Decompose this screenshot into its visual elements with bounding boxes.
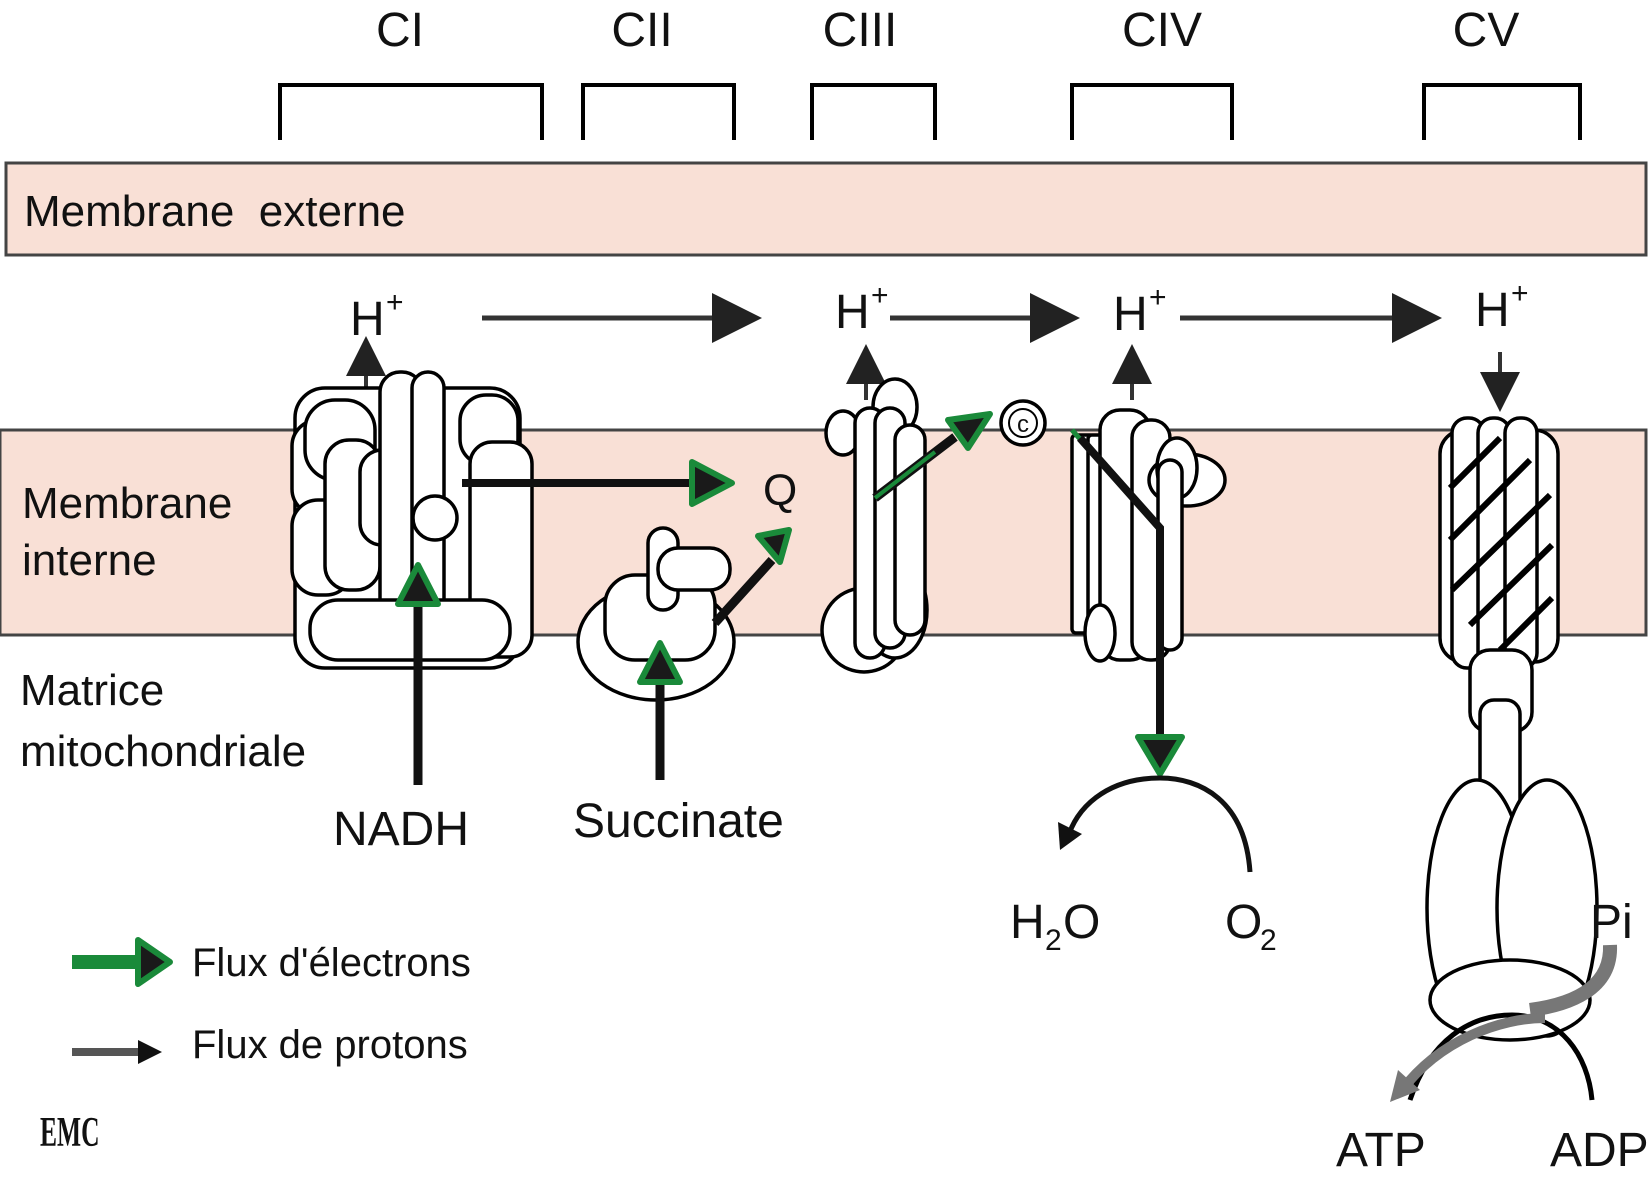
legend-electron-label: Flux d'électrons [192, 941, 471, 985]
complex-label-cv: CV [1453, 4, 1520, 57]
complex-iv [1070, 408, 1227, 663]
proton-label-civ: H + [1113, 281, 1167, 341]
complex-label-cii: CII [611, 4, 672, 57]
cytochrome-c: c [999, 399, 1047, 447]
matrix-label-2: mitochondriale [20, 727, 306, 776]
complex-i [290, 370, 534, 670]
svg-text:O: O [1225, 896, 1262, 949]
svg-text:2: 2 [1045, 924, 1062, 957]
svg-text:c: c [1017, 411, 1029, 438]
svg-text:2: 2 [1260, 924, 1277, 957]
quinone-label: Q [763, 466, 797, 515]
proton-label-cv: H + [1475, 277, 1529, 337]
svg-text:H: H [1113, 288, 1148, 341]
proton-label-ciii: H + [835, 279, 889, 339]
complex-iii [820, 377, 929, 674]
legend-electron-arrow [72, 937, 173, 987]
complex-ii [576, 526, 736, 702]
svg-text:O: O [1063, 896, 1100, 949]
svg-text:H: H [835, 286, 870, 339]
electron-flow-arrows [395, 411, 1253, 873]
outer-membrane [4, 161, 1648, 257]
svg-text:H: H [350, 293, 385, 346]
svg-text:H: H [1475, 284, 1510, 337]
legend-proton-arrow [72, 1040, 162, 1064]
complex-label-civ: CIV [1122, 4, 1202, 57]
complex-v [1390, 416, 1617, 1102]
succinate-label: Succinate [573, 795, 784, 848]
pi-label: Pi [1590, 896, 1633, 949]
svg-text:+: + [1149, 281, 1167, 314]
svg-text:EMC: EMC [40, 1109, 99, 1156]
legend-proton-label: Flux de protons [192, 1023, 468, 1067]
legend: Flux d'électrons Flux de protons [72, 937, 471, 1067]
inner-membrane [0, 428, 1648, 637]
inner-membrane-label-2: interne [22, 536, 157, 585]
atp-label: ATP [1336, 1124, 1426, 1177]
complex-label-ci: CI [376, 4, 424, 57]
svg-text:+: + [871, 279, 889, 312]
matrix-label-1: Matrice [20, 666, 164, 715]
oxygen-label: O 2 [1225, 896, 1277, 957]
svg-text:+: + [1511, 277, 1529, 310]
svg-text:+: + [386, 286, 404, 319]
emc-logo: EMC [40, 1109, 99, 1156]
inner-membrane-label-1: Membrane [22, 479, 232, 528]
proton-pump-arrows [346, 336, 1520, 412]
complex-brackets [278, 83, 1582, 140]
nadh-label: NADH [333, 803, 469, 856]
proton-label-ci: H + [350, 286, 404, 346]
water-label: H 2 O [1010, 896, 1100, 957]
svg-text:H: H [1010, 896, 1045, 949]
adp-label: ADP [1550, 1124, 1649, 1177]
complex-label-ciii: CIII [823, 4, 898, 57]
outer-membrane-label: Membrane externe [24, 187, 406, 236]
